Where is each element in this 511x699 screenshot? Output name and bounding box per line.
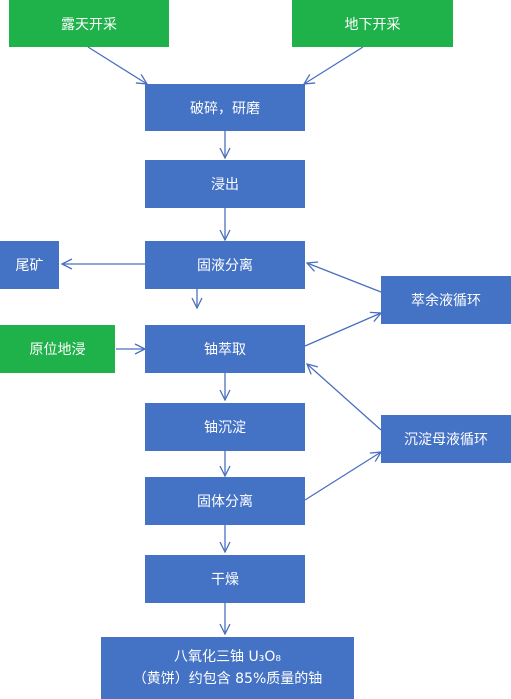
arrow-raffinate-to-separation	[307, 263, 382, 293]
node-solid-separation: 固体分离	[145, 477, 305, 525]
node-underground-mining: 地下开采	[292, 0, 453, 47]
arrow-open-pit-to-crush	[87, 46, 147, 84]
node-solid-liquid-separation: 固液分离	[145, 241, 305, 289]
node-leach: 浸出	[145, 160, 305, 208]
node-open-pit-mining: 露天开采	[9, 0, 169, 47]
arrow-underground-to-crush	[304, 46, 364, 84]
node-in-situ-leach: 原位地浸	[0, 325, 115, 373]
product-line-1: 八氧化三铀 U₃O₈	[174, 649, 281, 665]
arrow-extraction-to-raffinate	[304, 313, 381, 347]
node-uranium-precipitation: 铀沉淀	[145, 403, 305, 451]
arrow-mother-liquor-to-extraction	[307, 364, 382, 431]
node-mother-liquor-cycle: 沉淀母液循环	[381, 415, 511, 463]
node-uranium-extraction: 铀萃取	[145, 325, 305, 373]
node-product-u3o8: 八氧化三铀 U₃O₈ （黄饼）约包含 85%质量的铀	[101, 637, 354, 699]
node-raffinate-cycle: 萃余液循环	[381, 276, 511, 324]
node-crush-grind: 破碎，研磨	[145, 84, 305, 131]
arrow-solidsep-to-mother-liquor	[304, 452, 381, 501]
node-tailings: 尾矿	[0, 241, 59, 289]
product-line-2: （黄饼）约包含 85%质量的铀	[132, 671, 323, 687]
node-drying: 干燥	[145, 555, 305, 603]
